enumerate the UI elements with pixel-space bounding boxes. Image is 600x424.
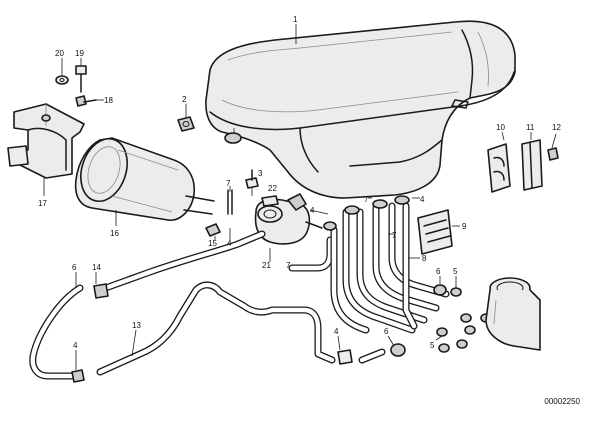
canister-housing	[205, 20, 516, 199]
callout-4-lower-left: 4	[73, 341, 78, 350]
clamp-4-lower-left	[71, 369, 85, 383]
callout-22: 22	[268, 184, 277, 193]
callout-4-filter: 4	[227, 239, 232, 248]
leader-lines	[43, 24, 557, 370]
bolt-18	[75, 95, 97, 107]
callout-4-top: 4	[420, 195, 425, 204]
hose-bundle	[330, 202, 450, 334]
callout-18: 18	[104, 96, 113, 105]
callouts: 1 2 3 20 19 18 17 16 15 4 7 22 21 7 4 7 …	[38, 15, 561, 350]
cylindrical-filter	[74, 137, 215, 221]
callout-7-mid: 7	[392, 231, 397, 240]
callout-7-top: 7	[364, 195, 369, 204]
callout-4-valve: 4	[310, 206, 315, 215]
pipe-7b	[227, 189, 233, 215]
callout-19: 19	[75, 49, 84, 58]
washer-20	[55, 75, 69, 85]
clip-14	[93, 283, 109, 299]
screw-12	[547, 147, 559, 161]
callout-17: 17	[38, 199, 47, 208]
callout-2: 2	[182, 95, 187, 104]
callout-21: 21	[262, 261, 271, 270]
bracket-11	[521, 139, 543, 191]
callout-7-pipe: 7	[226, 179, 231, 188]
callout-7-elbow: 7	[286, 261, 291, 270]
callout-6-left: 6	[72, 263, 77, 272]
hose-elbow-7a	[288, 236, 334, 272]
callout-11: 11	[526, 123, 535, 132]
catalog-number: 00002250	[544, 397, 580, 406]
hose-holder-9	[417, 209, 453, 255]
callout-15: 15	[208, 239, 217, 248]
clamp-15	[205, 223, 221, 237]
filler-pipe	[485, 277, 541, 351]
connectors-right	[433, 284, 492, 353]
callout-12: 12	[552, 123, 561, 132]
callout-20: 20	[55, 49, 64, 58]
hose-6-13	[29, 230, 336, 380]
bolt-3	[245, 169, 259, 189]
bolt-19	[75, 65, 87, 93]
callout-14: 14	[92, 263, 101, 272]
callout-6-right: 6	[436, 267, 441, 276]
callout-8: 8	[422, 254, 427, 263]
callout-10: 10	[496, 123, 505, 132]
clip-10	[487, 143, 511, 193]
mounting-bracket	[7, 103, 85, 179]
connectors-top	[323, 195, 410, 231]
callout-9: 9	[462, 222, 467, 231]
callout-3: 3	[258, 169, 263, 178]
callout-16: 16	[110, 229, 119, 238]
callout-1: 1	[293, 15, 298, 24]
callout-5-right: 5	[453, 267, 458, 276]
bottom-fittings	[337, 343, 406, 365]
callout-5-bottom: 5	[430, 341, 435, 350]
callout-6-bottom: 6	[384, 327, 389, 336]
callout-13: 13	[132, 321, 141, 330]
cap-22	[261, 195, 279, 207]
rubber-mount-2	[177, 116, 195, 132]
callout-4-bottom: 4	[334, 327, 339, 336]
